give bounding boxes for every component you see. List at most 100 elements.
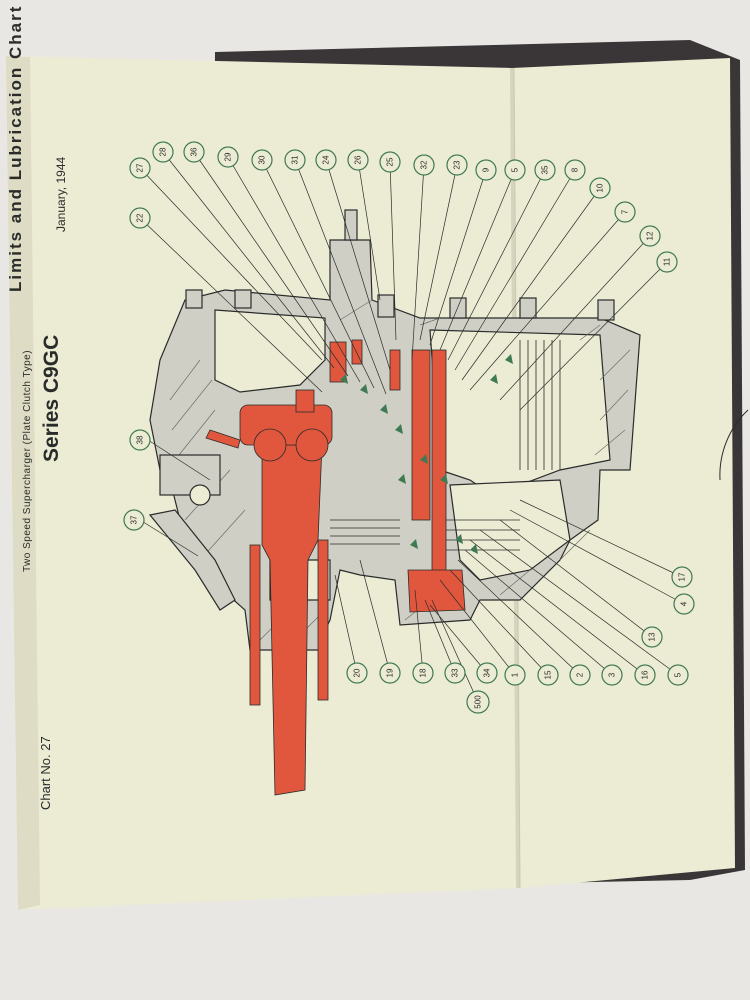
callout-label: 16: [641, 670, 650, 679]
callout-label: 22: [136, 213, 145, 222]
callout-13: 13: [641, 626, 663, 648]
callout-circle: [444, 662, 466, 684]
callout-18: 18: [412, 662, 434, 684]
callout-29: 29: [217, 146, 239, 168]
callout-circle: [446, 154, 468, 176]
callout-label: 28: [159, 147, 168, 156]
callout-label: 31: [291, 155, 300, 164]
callout-circle: [504, 664, 526, 686]
callout-label: 32: [420, 160, 429, 169]
callout-26: 26: [347, 149, 369, 171]
callout-12: 12: [639, 225, 661, 247]
callout-36: 36: [183, 141, 205, 163]
callout-38: 38: [129, 429, 151, 451]
callout-label: 11: [663, 257, 672, 266]
callout-label: 1: [511, 672, 520, 677]
series-label: Series C9GC: [40, 334, 63, 462]
callout-20: 20: [346, 662, 368, 684]
callout-label: 38: [136, 435, 145, 444]
callout-label: 15: [544, 670, 553, 679]
callout-label: 9: [482, 167, 491, 172]
callout-label: 33: [451, 668, 460, 677]
callout-label: 34: [483, 668, 492, 677]
callout-label: 12: [646, 231, 655, 240]
callout-circle: [639, 225, 661, 247]
callout-circle: [412, 662, 434, 684]
chart-date: January, 1944: [54, 156, 68, 232]
callout-circle: [476, 662, 498, 684]
callout-label: 7: [621, 209, 630, 214]
callout-circle: [379, 151, 401, 173]
callout-circle: [123, 509, 145, 531]
callout-circle: [346, 662, 368, 684]
oil-passages: [205, 339, 466, 796]
callout-circle: [284, 149, 306, 171]
callout-label: 5: [511, 167, 520, 172]
callout-11: 11: [656, 251, 678, 273]
callout-label: 3: [608, 672, 617, 677]
callout-label: 35: [541, 165, 550, 174]
page-edge-shadow: [6, 56, 40, 910]
callout-circle: [589, 177, 611, 199]
callout-circle: [315, 149, 337, 171]
callout-35: 35: [534, 159, 556, 181]
callout-22: 22: [129, 207, 151, 229]
callout-circle: [614, 201, 636, 223]
callout-2: 2: [569, 664, 591, 686]
callout-circle: [656, 251, 678, 273]
callout-10: 10: [589, 177, 611, 199]
callout-circle: [183, 141, 205, 163]
callout-label: 19: [386, 668, 395, 677]
callout-circle: [129, 429, 151, 451]
callout-label: 25: [386, 157, 395, 166]
callout-17: 17: [671, 566, 693, 588]
callout-32: 32: [413, 154, 435, 176]
callout-circle: [667, 664, 689, 686]
callout-circle: [534, 159, 556, 181]
callout-label: 20: [353, 668, 362, 677]
callout-5: 5: [504, 159, 526, 181]
callout-25: 25: [379, 151, 401, 173]
callout-19: 19: [379, 662, 401, 684]
callout-16: 16: [634, 664, 656, 686]
callout-circle: [537, 664, 559, 686]
callout-circle: [673, 593, 695, 615]
callout-24: 24: [315, 149, 337, 171]
callout-15: 15: [537, 664, 559, 686]
callout-circle: [129, 157, 151, 179]
chart-number: Chart No. 27: [38, 736, 53, 810]
callout-1: 1: [504, 664, 526, 686]
callout-label: 29: [224, 152, 233, 161]
callout-circle: [347, 149, 369, 171]
callout-label: 23: [453, 160, 462, 169]
callout-circle: [634, 664, 656, 686]
callout-label: 24: [322, 155, 331, 164]
callout-label: 500: [474, 695, 483, 709]
callout-circle: [641, 626, 663, 648]
callout-circle: [569, 664, 591, 686]
callout-circle: [466, 690, 490, 714]
callout-label: 4: [680, 601, 689, 606]
callout-label: 37: [130, 515, 139, 524]
callout-3: 3: [601, 664, 623, 686]
callout-label: 2: [576, 672, 585, 677]
callout-label: 36: [190, 147, 199, 156]
callout-circle: [129, 207, 151, 229]
callout-circle: [152, 141, 174, 163]
callout-label: 13: [648, 632, 657, 641]
callout-label: 10: [596, 183, 605, 192]
callout-37: 37: [123, 509, 145, 531]
callout-label: 8: [571, 167, 580, 172]
callout-9: 9: [475, 159, 497, 181]
callout-label: 27: [136, 163, 145, 172]
callout-8: 8: [564, 159, 586, 181]
chart-subtitle: Two Speed Supercharger (Plate Clutch Typ…: [22, 349, 33, 572]
callout-circle: [564, 159, 586, 181]
callout-circle: [251, 149, 273, 171]
chart-title: Limits and Lubrication Chart for TL-40: [6, 0, 25, 292]
callout-500: 500: [466, 690, 490, 714]
callout-circle: [413, 154, 435, 176]
callout-circle: [217, 146, 239, 168]
callout-circle: [504, 159, 526, 181]
